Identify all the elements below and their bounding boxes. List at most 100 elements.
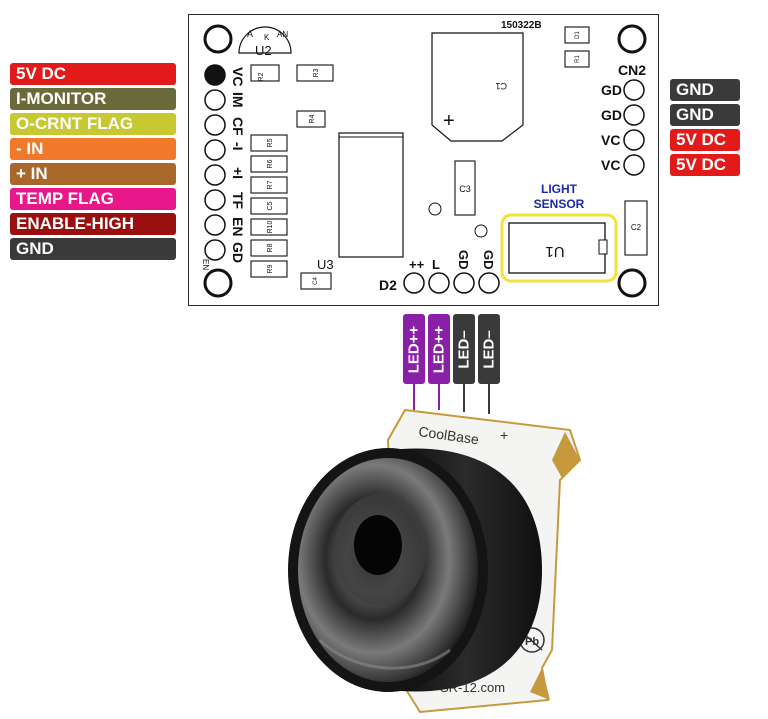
u3-body-outline: [338, 132, 404, 258]
light-sensor-highlight: [500, 213, 618, 283]
bottom-header: [403, 272, 500, 294]
r10-footprint: [250, 218, 288, 236]
silk-minus-i: -I: [230, 142, 246, 151]
right-header-pin-4: [623, 154, 645, 176]
r1-footprint: [564, 50, 590, 68]
r6-label: R6: [267, 159, 274, 168]
silk-en-mark: EN: [201, 259, 210, 270]
right-header-pin-2: [623, 104, 645, 126]
c5-label: C5: [267, 201, 274, 210]
r7-label: R7: [267, 180, 274, 189]
silk-bottom-plusplus: ++: [409, 257, 425, 272]
silk-cn2-gd-2: GD: [601, 107, 622, 123]
led-wire-label-minus-2: LED–: [478, 314, 500, 384]
c1-plus-mark: +: [443, 110, 455, 132]
right-pin-label-5v-1: 5V DC: [670, 129, 740, 151]
star-board-pad-right: [552, 432, 580, 478]
r2-label: R2: [258, 72, 265, 81]
led-module: CoolBase + - SR-12.com Pb: [288, 408, 582, 714]
c2-label: C2: [631, 223, 642, 232]
left-pin-label-ocrnt-flag: O-CRNT FLAG: [10, 113, 176, 135]
r2-footprint: [250, 64, 280, 82]
silk-im: IM: [230, 92, 246, 108]
cn2-label: CN2: [618, 62, 646, 78]
silk-en: EN: [230, 217, 246, 236]
led-wire-label-plus-2: LED++: [428, 314, 450, 384]
mounting-hole-tr: [617, 24, 647, 54]
silk-cn2-vc-2: VC: [601, 157, 620, 173]
mounting-hole-tl: [203, 24, 233, 54]
left-header-pin-4: [204, 139, 226, 161]
silk-cn2-vc-1: VC: [601, 132, 620, 148]
right-pin-label-gnd-2: GND: [670, 104, 740, 126]
light-sensor-label-line1: LIGHT: [541, 182, 578, 196]
r1-label: R1: [575, 55, 581, 63]
star-board-pad-bottom: [530, 668, 550, 700]
part-number: 150322B: [501, 20, 542, 31]
led-wire-label-plus-1: LED++: [403, 314, 425, 384]
left-pin-label-5v: 5V DC: [10, 63, 176, 85]
bottom-header-pin-1: [403, 272, 425, 294]
d1-label: D1: [575, 31, 581, 39]
silk-vc: VC: [230, 67, 246, 86]
right-header: [623, 79, 645, 176]
left-header: [204, 64, 226, 261]
light-sensor-label-line2: SENSOR: [534, 197, 585, 211]
silk-bottom-gd-1: GD: [456, 250, 471, 270]
c2-footprint: [624, 200, 648, 256]
left-header-pin-3: [204, 114, 226, 136]
right-pin-label-gnd-1: GND: [670, 79, 740, 101]
c4-label: C4: [313, 277, 319, 285]
silk-tf: TF: [230, 192, 246, 210]
right-header-pin-1: [623, 79, 645, 101]
left-pin-label-plus-in: + IN: [10, 163, 176, 185]
pb-free-mark: Pb: [525, 636, 539, 648]
c1-footprint: [431, 32, 524, 142]
led-module-plus: +: [500, 427, 508, 443]
r3-label: R3: [313, 68, 320, 77]
u2-pin-a: A: [247, 29, 253, 39]
left-pin-label-minus-in: - IN: [10, 138, 176, 160]
bottom-header-pin-4: [478, 272, 500, 294]
u2-outline: [238, 26, 292, 54]
r6-footprint: [250, 155, 288, 173]
silk-plus-i: +I: [230, 167, 246, 179]
left-pin-label-enable-high: ENABLE-HIGH: [10, 213, 176, 235]
u1-label: U1: [545, 243, 564, 260]
u1-notch: [598, 239, 608, 255]
c3-footprint: [454, 160, 476, 216]
left-header-pin-5: [204, 164, 226, 186]
u3-label: U3: [317, 257, 334, 272]
d1-footprint: [564, 26, 590, 44]
r5-footprint: [250, 134, 288, 152]
right-pin-label-5v-2: 5V DC: [670, 154, 740, 176]
left-pin-label-gnd: GND: [10, 238, 176, 260]
r10-label: R10: [267, 220, 274, 233]
pcb-board: A K AN U2 VC IM CF -I +I TF EN GD EN: [188, 14, 659, 306]
silk-cn2-gd-1: GD: [601, 82, 622, 98]
lens-center: [354, 515, 402, 575]
mounting-hole-bl: [203, 268, 233, 298]
left-header-pin-7: [204, 214, 226, 236]
lens-highlight: [318, 638, 451, 670]
r3-footprint: [296, 64, 334, 82]
silk-cf: CF: [230, 117, 246, 136]
r9-label: R9: [267, 264, 274, 273]
r5-label: R5: [267, 138, 274, 147]
bottom-header-pin-3: [453, 272, 475, 294]
left-header-pin-1: [204, 64, 226, 86]
right-header-pin-3: [623, 129, 645, 151]
u2-label: U2: [255, 43, 272, 58]
c3-label: C3: [459, 184, 471, 194]
via-2: [474, 224, 488, 238]
r9-footprint: [250, 260, 288, 278]
u2-pin-an: AN: [277, 30, 288, 39]
r8-label: R8: [267, 243, 274, 252]
left-pin-label-temp-flag: TEMP FLAG: [10, 188, 176, 210]
r4-footprint: [296, 110, 326, 128]
left-header-pin-6: [204, 189, 226, 211]
mounting-hole-br: [617, 268, 647, 298]
r4-label: R4: [309, 114, 316, 123]
u1-footprint: [508, 222, 606, 274]
